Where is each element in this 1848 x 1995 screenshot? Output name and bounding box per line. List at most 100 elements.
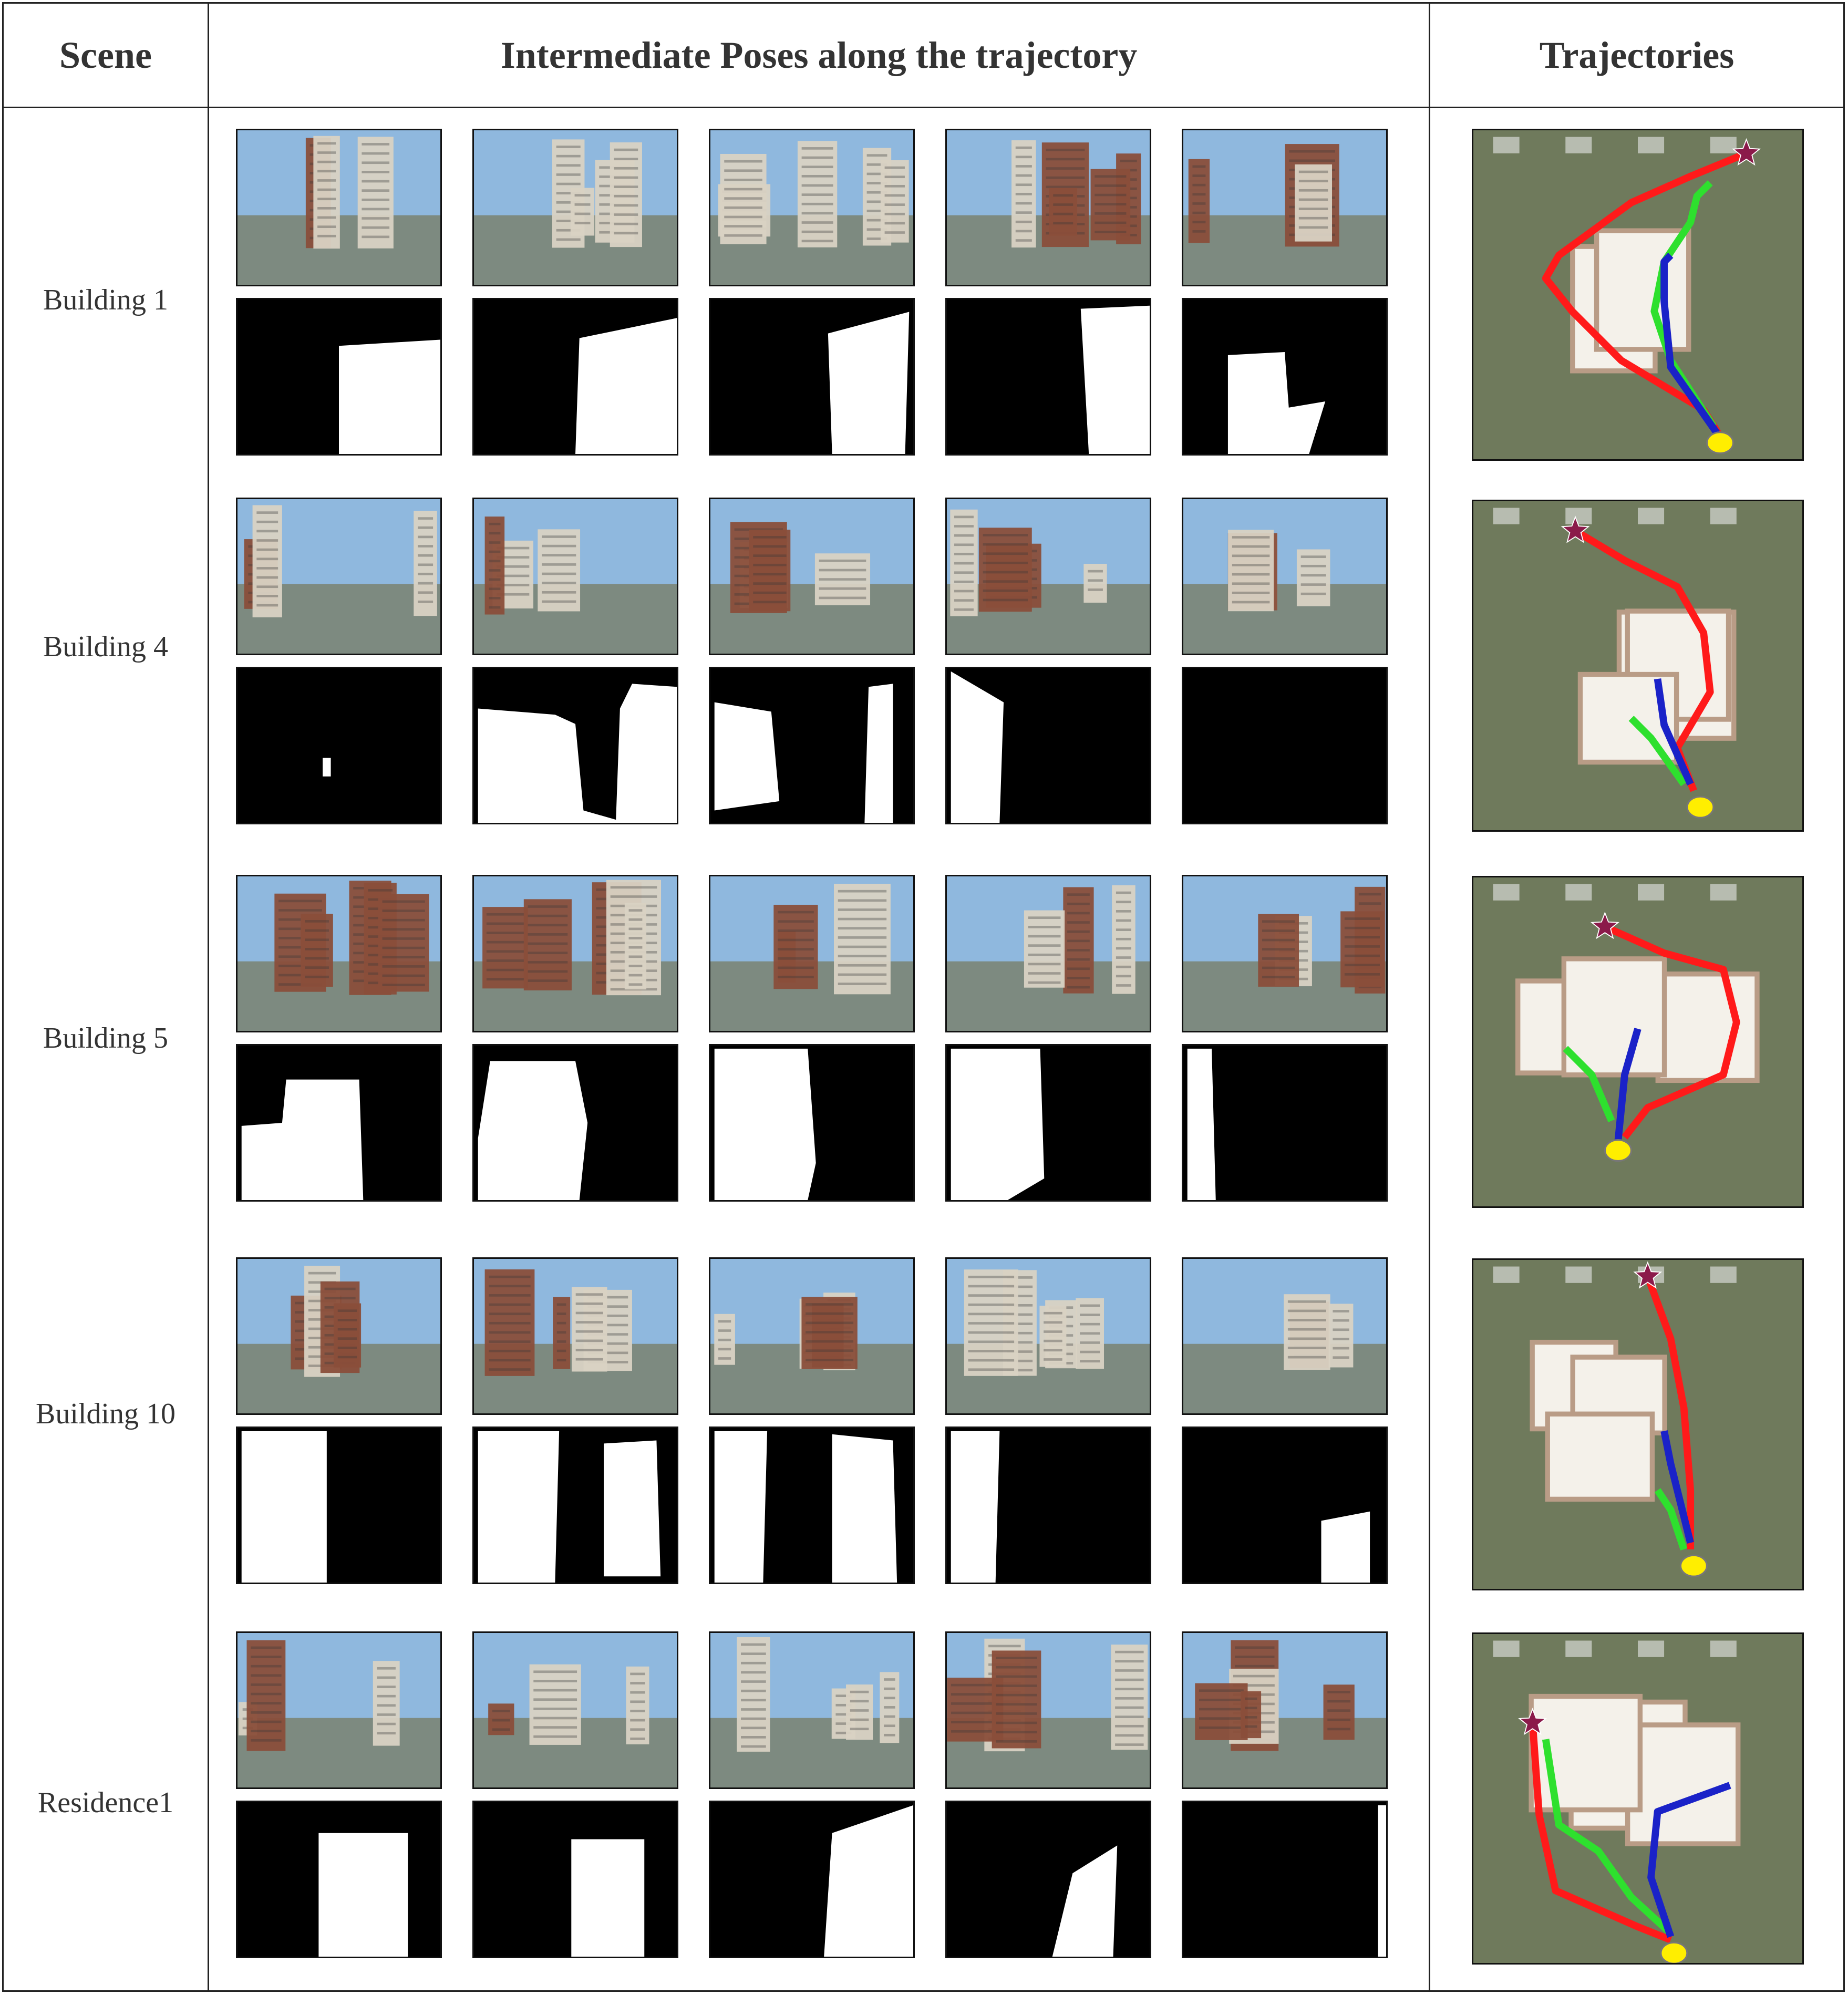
mask-region (714, 1431, 768, 1583)
window-row (983, 543, 1028, 546)
window-row (1298, 208, 1328, 210)
window-row (1007, 1350, 1033, 1353)
trajectory-red (1603, 923, 1740, 1140)
window-row (305, 948, 329, 950)
window-row (954, 534, 974, 537)
window-row (1262, 966, 1295, 969)
window-row (542, 591, 576, 594)
window-row (1028, 972, 1061, 975)
building (313, 136, 340, 249)
window-row (718, 1329, 731, 1332)
window-row (1044, 1330, 1062, 1333)
window-row (305, 938, 329, 942)
mask-region (1080, 305, 1150, 454)
window-row (556, 192, 581, 195)
window-row (1192, 165, 1206, 168)
window-row (251, 1683, 282, 1686)
window-row (251, 1720, 282, 1723)
window-row (951, 1683, 999, 1687)
window-row (1245, 1716, 1257, 1719)
window-row (850, 1700, 869, 1703)
crosswalk (1710, 1640, 1737, 1657)
building (1011, 140, 1036, 248)
window-row (362, 143, 390, 146)
window-row (337, 1346, 357, 1349)
window-row (1199, 1689, 1244, 1692)
window-row (533, 1717, 577, 1720)
window-row (1015, 220, 1032, 223)
building (1024, 910, 1065, 988)
window-row (630, 1700, 645, 1703)
window-row (819, 578, 866, 581)
window-row (1192, 221, 1206, 224)
window-row (838, 899, 887, 902)
start-marker (1686, 795, 1715, 819)
window-row (1115, 1688, 1144, 1691)
window-row (1232, 573, 1270, 576)
window-row (542, 554, 576, 557)
window-row (1192, 211, 1206, 214)
window-row (996, 1675, 1037, 1678)
mask-region (951, 1048, 1045, 1200)
window-row (362, 198, 390, 201)
window-row (884, 1724, 895, 1728)
window-row (1344, 973, 1380, 976)
window-row (778, 911, 814, 914)
pose-mask (236, 1801, 442, 1958)
window-row (382, 900, 425, 903)
window-row (1358, 893, 1381, 896)
window-row (801, 212, 833, 215)
window-row (251, 1656, 282, 1658)
window-row (489, 1321, 531, 1325)
window-row (492, 1728, 510, 1731)
pose-mask (945, 1427, 1151, 1584)
window-row (528, 942, 568, 945)
window-row (418, 563, 433, 566)
window-row (278, 937, 322, 939)
mask-region (824, 1805, 913, 1957)
window-row (850, 1690, 869, 1693)
window-row (1015, 146, 1032, 149)
window-row (1333, 1310, 1349, 1312)
window-row (489, 569, 501, 572)
window-row (850, 1718, 869, 1721)
mask-region (575, 318, 677, 454)
window-row (418, 573, 433, 575)
building (720, 153, 767, 244)
crosswalk (1638, 508, 1665, 524)
window-row (377, 1722, 396, 1725)
window-row (317, 160, 336, 163)
window-row (256, 604, 278, 607)
window-row (1015, 239, 1032, 242)
window-row (1232, 554, 1270, 557)
window-row (556, 201, 581, 204)
window-row (1067, 930, 1090, 933)
window-row (1298, 216, 1328, 220)
header-scene: Scene (59, 34, 152, 76)
window-row (1116, 947, 1131, 950)
building (529, 1664, 581, 1745)
pose-photo (236, 875, 442, 1032)
building (538, 529, 581, 612)
trajectory-blue (1614, 1028, 1641, 1141)
window-row (1028, 981, 1061, 984)
window-row (587, 1324, 628, 1327)
window-row (835, 1731, 852, 1734)
window-row (556, 182, 581, 185)
window-row (1199, 1726, 1244, 1729)
column-divider-1 (208, 4, 209, 1990)
window-row (362, 189, 390, 192)
window-row (838, 964, 887, 967)
window-row (968, 1322, 1015, 1325)
window-row (574, 194, 591, 197)
window-row (528, 914, 568, 917)
window-row (337, 1337, 357, 1340)
window-row (256, 539, 278, 542)
window-row (838, 945, 887, 948)
building (553, 1297, 571, 1369)
window-row (1298, 198, 1328, 201)
window-row (1067, 977, 1090, 979)
start-marker (1679, 1554, 1708, 1577)
window-row (801, 147, 833, 150)
window-row (492, 1710, 510, 1712)
